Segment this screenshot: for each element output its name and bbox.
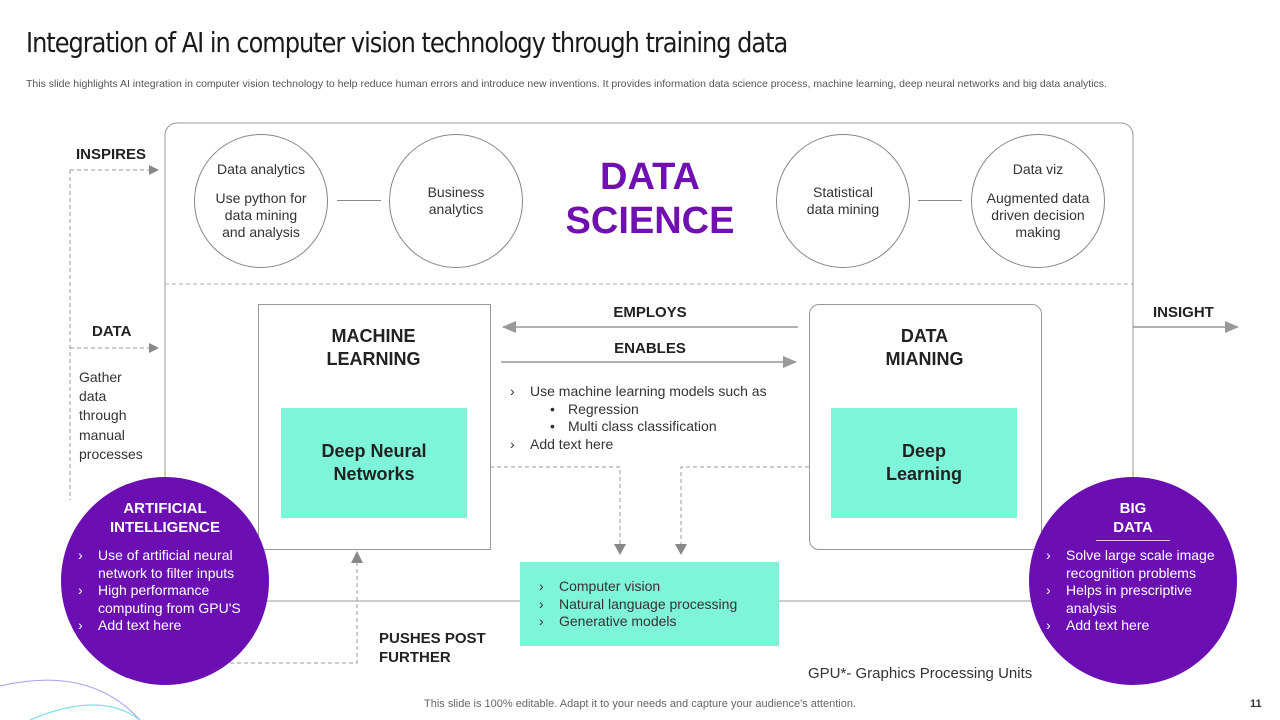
list-item: ›Natural language processing (539, 595, 738, 612)
label-employs: EMPLOYS (613, 304, 687, 321)
big-data-divider (1096, 540, 1170, 541)
circle-statistical-data-mining: Statistical data mining (776, 134, 910, 268)
label-enables: ENABLES (614, 340, 686, 357)
list-item: ›Use of artificial neural network to fil… (78, 547, 235, 581)
list-item: ›Solve large scale image recognition pro… (1046, 547, 1215, 581)
list-item: ›Use machine learning models such as (510, 383, 767, 399)
big-data-title: BIG DATA (1113, 500, 1153, 536)
data-science-title: DATA SCIENCE (565, 156, 735, 242)
ml-models-list: ›Use machine learning models such as •Re… (510, 383, 800, 453)
ai-circle-title: ARTIFICIAL INTELLIGENCE (109, 500, 220, 536)
list-item: ›Add text here (510, 435, 614, 452)
outputs-list: ›Computer vision ›Natural language proce… (539, 578, 779, 631)
ai-circle-list: ›Use of artificial neural network to fil… (78, 547, 258, 635)
circle-connector (918, 200, 962, 201)
list-item: ›Helps in prescriptive analysis (1046, 582, 1193, 616)
ai-circle: ARTIFICIAL INTELLIGENCE ›Use of artifici… (61, 477, 269, 685)
page-title: Integration of AI in computer vision tec… (26, 26, 788, 59)
page-subtitle: This slide highlights AI integration in … (26, 78, 1107, 90)
page-number: 11 (1250, 698, 1262, 710)
outputs-box (520, 562, 779, 646)
circle-connector (337, 200, 381, 201)
label-insight: INSIGHT (1153, 304, 1214, 321)
label-inspires: INSPIRES (76, 146, 147, 163)
label-data: DATA (92, 323, 132, 340)
label-pushes-post-further: PUSHES POST FURTHER (379, 630, 486, 666)
circle-business-analytics: Business analytics (389, 134, 523, 268)
footer-text: This slide is 100% editable. Adapt it to… (424, 698, 856, 710)
list-item: ›Computer vision (539, 578, 661, 594)
list-item: •Multi class classification (550, 418, 717, 434)
circle-data-analytics: Data analytics Use python for data minin… (194, 134, 328, 268)
data-mining-title: DATA MIANING (885, 326, 964, 369)
decorative-arc (0, 679, 141, 720)
list-item: ›High performance computing from GPU'S (78, 582, 241, 616)
big-data-list: ›Solve large scale image recognition pro… (1046, 547, 1228, 635)
circle-data-viz: Data viz Augmented data driven decision … (971, 134, 1105, 268)
machine-learning-title: MACHINE LEARNING (326, 326, 421, 369)
list-item: •Regression (550, 400, 639, 417)
gpu-footnote: GPU*- Graphics Processing Units (808, 665, 1033, 682)
list-item: ›Add text here (78, 617, 182, 633)
list-item: ›Generative models (539, 613, 677, 629)
list-item: ›Add text here (1046, 617, 1150, 633)
gather-data-text: Gather data through manual processes (79, 369, 143, 462)
big-data-circle: BIG DATA ›Solve large scale image recogn… (1029, 477, 1237, 685)
